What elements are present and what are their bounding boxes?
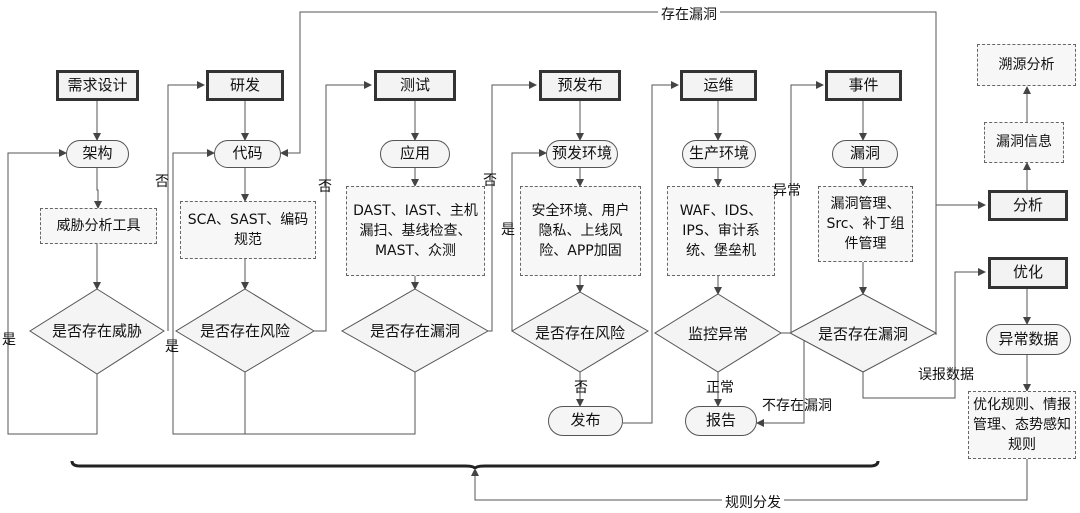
pill-application: 应用 — [380, 140, 450, 168]
diamond-vuln-event: 是否存在漏洞 — [817, 325, 908, 343]
edge-label-no-3: 否 — [483, 173, 497, 189]
diamond-risk-pre: 是否存在风险 — [534, 324, 625, 342]
box-vuln-info: 漏洞信息 — [984, 122, 1064, 163]
pill-prod-env: 生产环境 — [682, 140, 756, 168]
edge-label-yes-1: 是 — [2, 332, 16, 348]
header-ops: 运维 — [680, 70, 757, 101]
diamond-threat-shape — [29, 288, 165, 375]
box-vuln-mgmt: 漏洞管理、Src、补丁组件管理 — [818, 186, 913, 262]
header-analysis: 分析 — [988, 190, 1068, 221]
diamond-risk-dev-shape — [175, 288, 315, 373]
edge-label-vuln-exists: 存在漏洞 — [658, 4, 720, 24]
edge-label-normal: 正常 — [706, 380, 734, 396]
edge-label-no-4: 否 — [574, 380, 588, 396]
diamond-risk-pre-shape — [511, 291, 649, 373]
diamond-monitor: 监控异常 — [687, 325, 748, 343]
header-prerelease: 预发布 — [539, 70, 621, 101]
box-threat-tool: 威胁分析工具 — [40, 208, 157, 244]
header-dev: 研发 — [206, 70, 284, 101]
diamond-vuln-event-shape — [788, 293, 938, 373]
diamond-vuln-test-shape — [340, 288, 490, 373]
pill-pre-env: 预发环境 — [546, 140, 618, 168]
edge-label-yes-2: 是 — [165, 339, 179, 355]
box-dast: DAST、IAST、主机漏扫、基线检查、MAST、众测 — [346, 186, 485, 276]
edge-label-no-vuln: 不存在漏洞 — [762, 398, 832, 414]
diamond-monitor-shape — [654, 293, 782, 373]
diamond-threat: 是否存在威胁 — [51, 322, 142, 340]
pill-release: 发布 — [548, 406, 623, 436]
edge-label-yes-3: 是 — [501, 222, 515, 238]
box-sca: SCA、SAST、编码规范 — [180, 201, 316, 259]
edge-label-no-2: 否 — [318, 179, 332, 195]
box-trace: 溯源分析 — [977, 44, 1076, 86]
header-requirements: 需求设计 — [56, 70, 139, 101]
edge-label-false-positive: 误报数据 — [918, 367, 974, 383]
box-security-env: 安全环境、用户隐私、上线风险、APP加固 — [520, 186, 641, 276]
edge-label-no-1: 否 — [155, 174, 169, 190]
edge-label-abnormal: 异常 — [773, 183, 801, 199]
pill-code: 代码 — [214, 140, 281, 168]
box-waf: WAF、IDS、IPS、审计系统、堡垒机 — [667, 186, 775, 276]
box-opt-rules: 优化规则、情报管理、态势感知规则 — [968, 391, 1076, 459]
header-test: 测试 — [374, 70, 456, 101]
edge-label-rule-dist: 规则分发 — [722, 492, 784, 512]
diamond-vuln-test: 是否存在漏洞 — [369, 322, 460, 340]
rule-distribution-bracket — [70, 460, 880, 470]
pill-report: 报告 — [685, 406, 757, 436]
diamond-risk-dev: 是否存在风险 — [199, 322, 290, 340]
pill-vuln: 漏洞 — [832, 140, 898, 168]
header-incident: 事件 — [825, 70, 902, 101]
pill-anomaly-data: 异常数据 — [986, 324, 1071, 355]
pill-architecture: 架构 — [66, 140, 129, 168]
header-optimize: 优化 — [988, 257, 1068, 289]
